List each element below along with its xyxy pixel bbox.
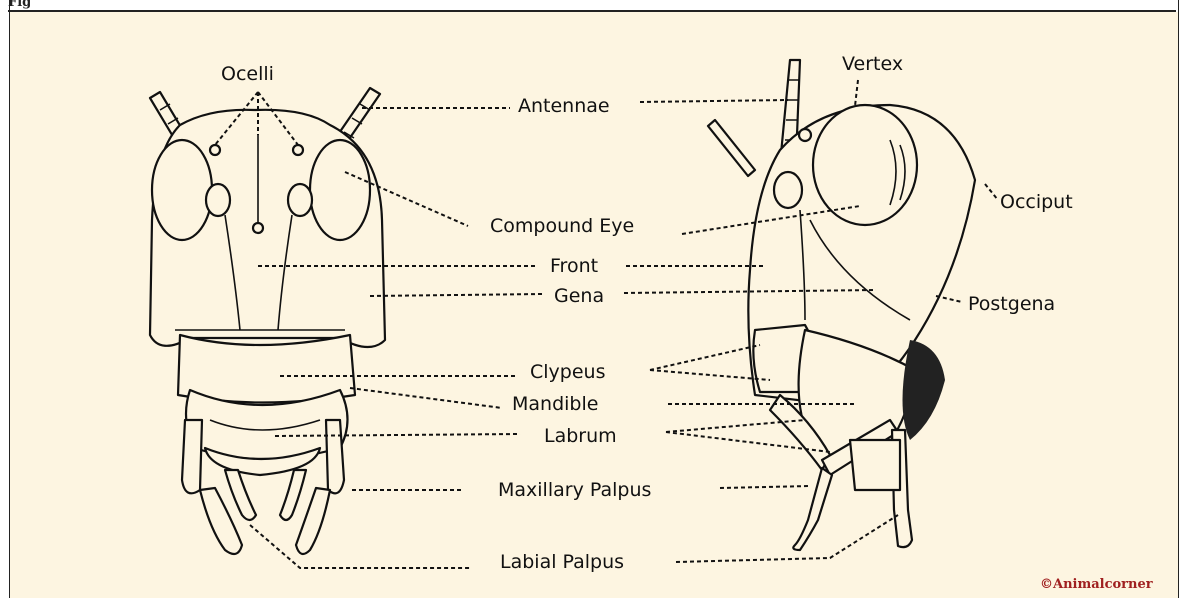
lateral-antenna-socket xyxy=(774,172,802,208)
label-clypeus: Clypeus xyxy=(530,361,605,383)
lateral-ocellus xyxy=(799,129,811,141)
right-ocellus xyxy=(293,145,303,155)
label-postgena: Postgena xyxy=(968,293,1055,315)
left-maxillary-palp-base xyxy=(182,420,202,493)
label-labial-palpus: Labial Palpus xyxy=(500,551,624,573)
label-compound-eye: Compound Eye xyxy=(490,215,634,237)
label-maxillary-palpus: Maxillary Palpus xyxy=(498,479,651,501)
right-maxillary-palp-base xyxy=(326,420,344,493)
clypeus-front xyxy=(178,335,355,403)
label-occiput: Occiput xyxy=(1000,191,1073,213)
lateral-compound-eye xyxy=(813,105,917,225)
left-compound-eye xyxy=(152,140,212,240)
right-compound-eye xyxy=(310,140,370,240)
median-ocellus xyxy=(253,223,263,233)
credit-watermark: ©Animalcorner xyxy=(1040,577,1153,592)
label-mandible: Mandible xyxy=(512,393,598,415)
diagram-frame: Ocelli Antennae Vertex Compound Eye Occi… xyxy=(9,0,1179,598)
insect-head-diagram: Ocelli Antennae Vertex Compound Eye Occi… xyxy=(10,0,1178,598)
label-ocelli: Ocelli xyxy=(221,63,274,85)
label-labrum: Labrum xyxy=(544,425,617,447)
label-front: Front xyxy=(550,255,598,277)
labium-lateral xyxy=(850,440,900,490)
label-antennae: Antennae xyxy=(518,95,610,117)
right-antenna-socket xyxy=(288,184,312,216)
left-antenna-socket xyxy=(206,184,230,216)
left-ocellus xyxy=(210,145,220,155)
label-gena: Gena xyxy=(554,285,604,307)
label-vertex: Vertex xyxy=(842,53,903,75)
